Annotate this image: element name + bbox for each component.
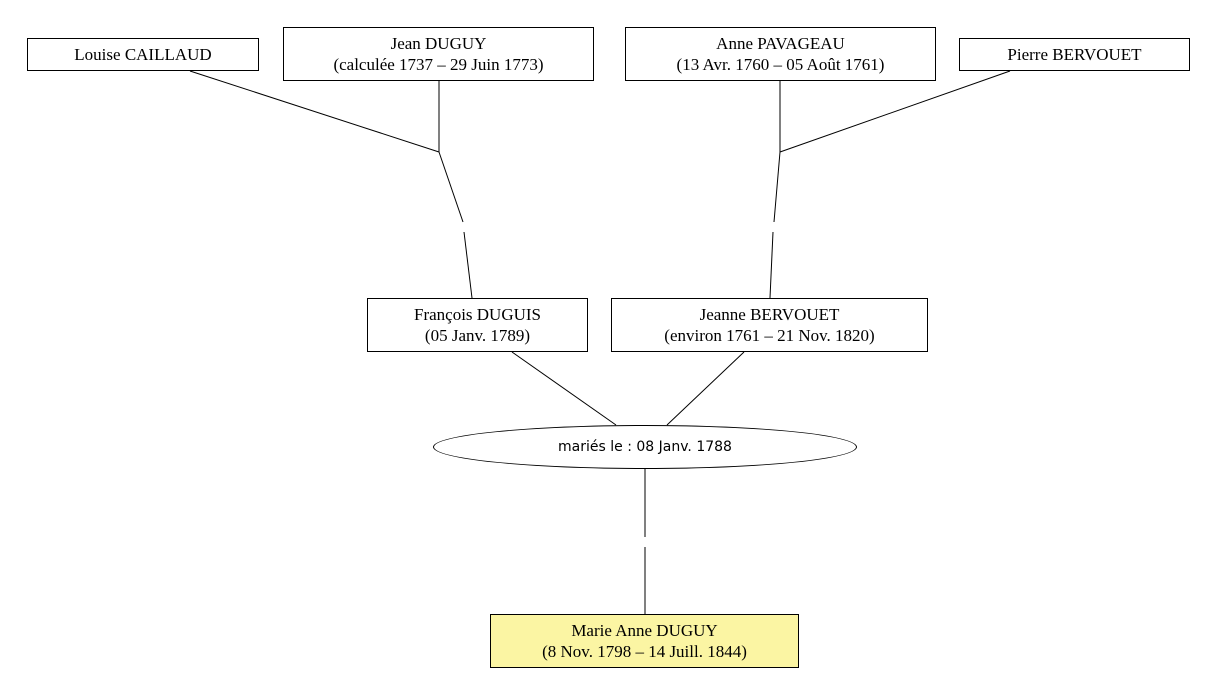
person-dates: (05 Janv. 1789)	[424, 326, 531, 345]
link-junction-to-francois	[438, 151, 464, 223]
person-name: Louise CAILLAUD	[74, 45, 212, 64]
link-junction-to-francois-lower	[463, 231, 473, 299]
person-name: Marie Anne DUGUY	[571, 621, 718, 640]
marriage-union[interactable]: mariés le : 08 Janv. 1788	[433, 425, 857, 469]
person-name: François DUGUIS	[413, 305, 542, 324]
link-jeanne-to-union	[666, 351, 745, 426]
link-francois-to-union	[511, 351, 617, 426]
person-name: Jeanne BERVOUET	[699, 305, 840, 324]
person-dates: (environ 1761 – 21 Nov. 1820)	[664, 326, 875, 345]
person-dates: (calculée 1737 – 29 Juin 1773)	[333, 55, 544, 74]
person-marie-anne-duguy[interactable]: Marie Anne DUGUY (8 Nov. 1798 – 14 Juill…	[490, 614, 799, 668]
link-junction-to-jeanne	[773, 151, 781, 223]
person-name: Jean DUGUY	[390, 34, 487, 53]
person-dates: (8 Nov. 1798 – 14 Juill. 1844)	[542, 642, 747, 661]
person-pierre-bervouet[interactable]: Pierre BERVOUET	[959, 38, 1190, 71]
person-name: Anne PAVAGEAU	[716, 34, 845, 53]
person-francois-duguis[interactable]: François DUGUIS (05 Janv. 1789)	[367, 298, 588, 352]
person-name: Pierre BERVOUET	[1007, 45, 1142, 64]
link-junction-to-jeanne-lower	[769, 231, 774, 299]
person-jean-duguy[interactable]: Jean DUGUY (calculée 1737 – 29 Juin 1773…	[283, 27, 594, 81]
person-anne-pavageau[interactable]: Anne PAVAGEAU (13 Avr. 1760 – 05 Août 17…	[625, 27, 936, 81]
marriage-label: mariés le : 08 Janv. 1788	[558, 439, 732, 455]
link-pierre-to-junction	[779, 70, 1011, 153]
person-louise-caillaud[interactable]: Louise CAILLAUD	[27, 38, 259, 71]
person-dates: (13 Avr. 1760 – 05 Août 1761)	[676, 55, 885, 74]
person-jeanne-bervouet[interactable]: Jeanne BERVOUET (environ 1761 – 21 Nov. …	[611, 298, 928, 352]
link-louise-to-junction	[189, 70, 440, 153]
